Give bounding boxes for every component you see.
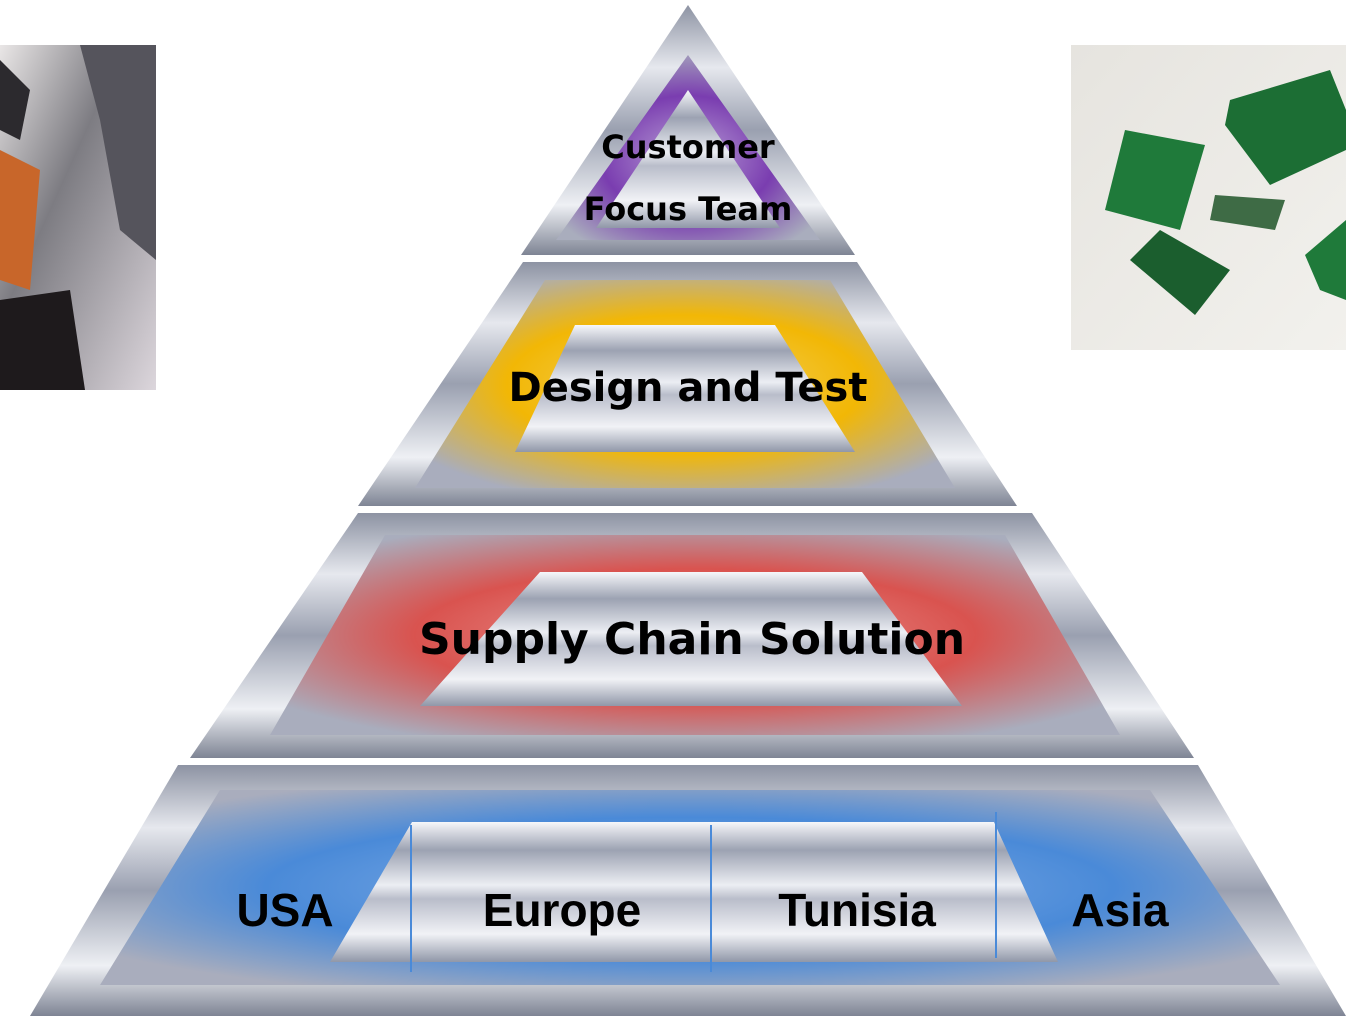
- tier-label-focus-team: Focus Team: [584, 190, 793, 228]
- region-label-europe: Europe: [483, 884, 641, 936]
- hands-photo: [0, 45, 156, 390]
- tier-regions: USA Europe Tunisia Asia: [30, 765, 1346, 1016]
- region-label-asia: Asia: [1071, 884, 1169, 936]
- tier-design-test: Design and Test: [358, 262, 1017, 506]
- tier-supply-chain: Supply Chain Solution: [190, 513, 1194, 758]
- circuit-boards-photo: [1071, 45, 1346, 350]
- tier-customer-focus: Customer Focus Team: [521, 5, 855, 255]
- tier-label-customer: Customer: [601, 128, 775, 166]
- tier-label-supply-chain: Supply Chain Solution: [419, 614, 965, 665]
- region-label-usa: USA: [236, 884, 333, 936]
- region-label-tunisia: Tunisia: [778, 884, 936, 936]
- tier-label-design-test: Design and Test: [509, 365, 868, 411]
